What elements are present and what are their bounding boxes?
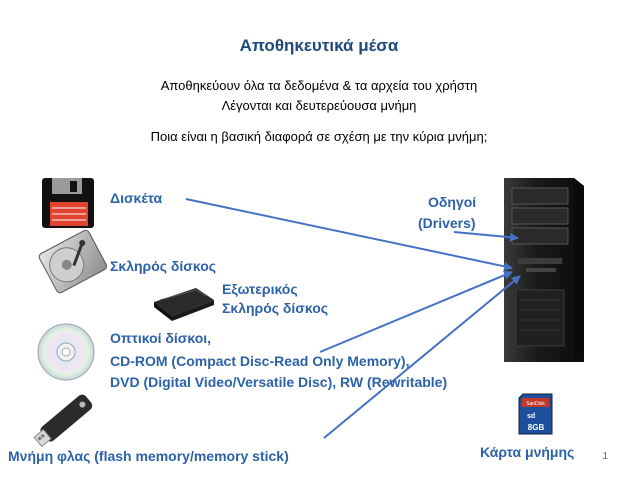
floppy-disk-icon	[42, 178, 94, 228]
label-optical-line3: DVD (Digital Video/Versatile Disc), RW (…	[110, 374, 448, 390]
label-external-hdd-line1: Εξωτερικός	[222, 281, 298, 297]
label-optical-line2: CD-ROM (Compact Disc-Read Only Memory),	[110, 353, 410, 369]
label-drivers-line2: (Drivers)	[418, 215, 476, 231]
page-number: 1	[602, 451, 608, 462]
external-hard-disk-icon	[154, 288, 214, 321]
label-flash: Μνήμη φλας (flash memory/memory stick)	[8, 448, 289, 464]
arrow-drivers-to-pc	[453, 231, 519, 242]
label-optical-line1: Οπτικοί δίσκοι,	[110, 330, 212, 346]
label-drivers-line1: Οδηγοί	[428, 194, 477, 210]
label-floppy: Δισκέτα	[110, 190, 163, 206]
arrow-optical-to-pc	[319, 270, 513, 353]
subtitle-line-1: Αποθηκεύουν όλα τα δεδομένα & τα αρχεία …	[160, 78, 478, 93]
arrows-layer	[185, 198, 521, 439]
slide-title: Αποθηκευτικά μέσα	[239, 36, 399, 55]
label-external-hdd-line2: Σκληρός δίσκος	[222, 300, 329, 316]
cd-disc-icon	[37, 323, 95, 381]
arrow-flash-to-pc	[323, 275, 521, 439]
sd-size-text: 8GB	[528, 423, 545, 432]
pc-tower-icon	[504, 178, 584, 362]
sd-card-icon: SanDisk sd 8GB	[518, 393, 553, 435]
label-hard-disk: Σκληρός δίσκος	[110, 258, 217, 274]
svg-text:sd: sd	[527, 413, 535, 420]
subtitle-line-2: Λέγονται και δευτερεύουσα μνήμη	[221, 98, 417, 113]
hard-disk-icon	[38, 229, 108, 294]
label-memory-card: Κάρτα μνήμης	[480, 444, 575, 460]
question-text: Ποια είναι η βασική διαφορά σε σχέση με …	[150, 129, 488, 144]
usb-stick-icon	[33, 394, 93, 448]
arrow-floppy-to-pc	[185, 198, 513, 271]
sd-brand-text: SanDisk	[526, 401, 545, 407]
